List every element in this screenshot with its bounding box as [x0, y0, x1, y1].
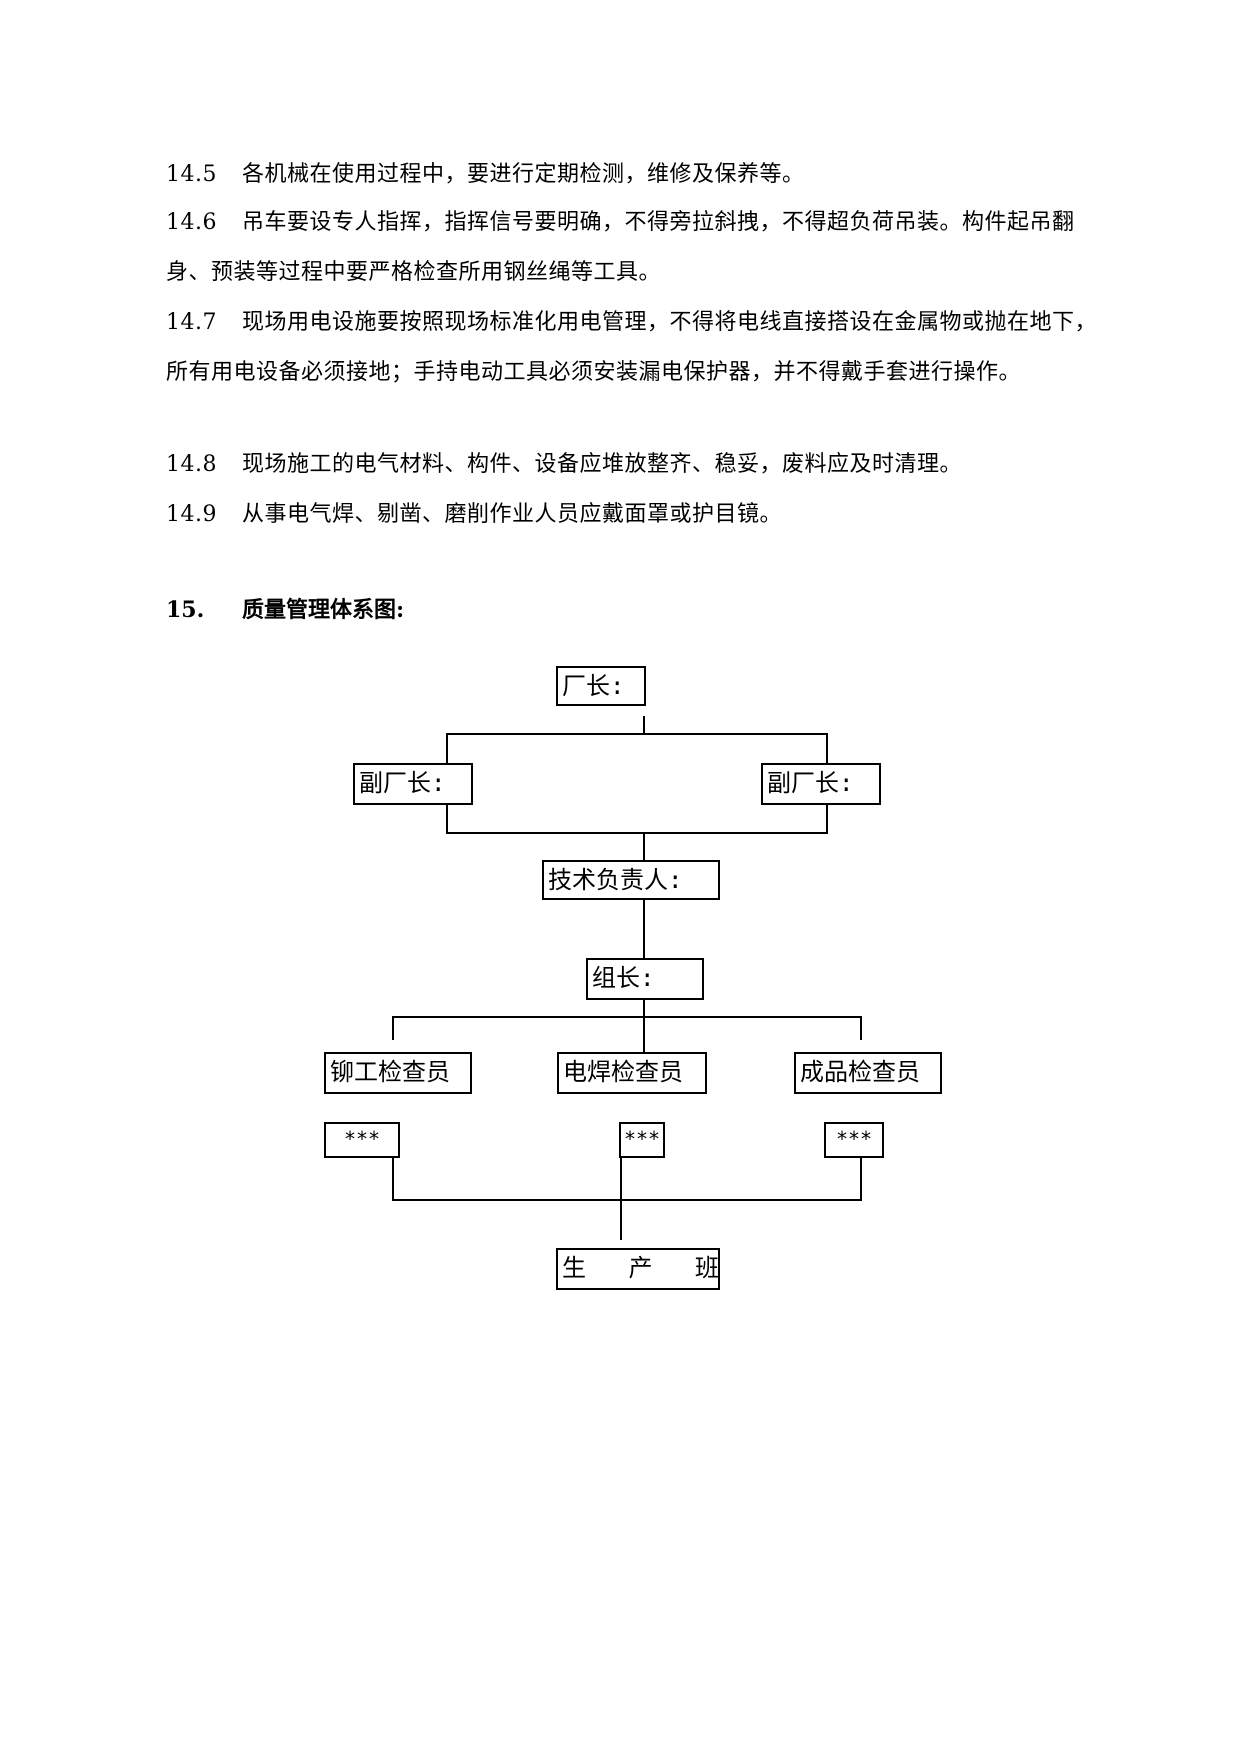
section-heading: 15. 质量管理体系图: [166, 590, 404, 630]
paragraph-text: 吊车要设专人指挥，指挥信号要明确，不得旁拉斜拽，不得超负荷吊装。构件起吊翻身、预… [166, 210, 1075, 285]
connector [643, 832, 645, 860]
paragraph-14-8: 14.8 现场施工的电气材料、构件、设备应堆放整齐、稳妥，废料应及时清理。 [166, 440, 1118, 490]
section-number: 15. [166, 597, 205, 623]
connector [392, 1199, 862, 1201]
factory-director-box: 厂长: [556, 666, 646, 706]
connector [643, 900, 645, 960]
paragraph-text: 各机械在使用过程中，要进行定期检测，维修及保养等。 [242, 162, 805, 187]
connector [860, 1156, 862, 1200]
deputy-director-right-box: 副厂长: [761, 763, 881, 805]
connector [446, 804, 448, 834]
paragraph-number: 14.7 [166, 310, 217, 335]
connector [643, 716, 645, 734]
connector [392, 1016, 862, 1018]
connector [620, 1156, 622, 1240]
connector [392, 1016, 394, 1040]
connector [446, 733, 448, 763]
connector [643, 1016, 645, 1054]
connector [446, 832, 828, 834]
paragraph-number: 14.8 [166, 452, 217, 477]
connector [392, 1156, 394, 1200]
technical-lead-box: 技术负责人: [542, 860, 720, 900]
connector [643, 999, 645, 1017]
riveter-inspector-box: 铆工检查员 [324, 1052, 472, 1094]
paragraph-text: 从事电气焊、剔凿、磨削作业人员应戴面罩或护目镜。 [242, 502, 783, 527]
connector [860, 1016, 862, 1040]
deputy-director-left-box: 副厂长: [353, 763, 473, 805]
paragraph-text: 现场用电设施要按照现场标准化用电管理，不得将电线直接搭设在金属物或抛在地下，所有… [166, 310, 1098, 385]
paragraph-number: 14.6 [166, 210, 217, 235]
paragraph-number: 14.5 [166, 162, 217, 187]
section-title: 质量管理体系图: [242, 597, 405, 623]
production-team-box: 生 产 班 组 [556, 1248, 720, 1290]
team-leader-box: 组长: [586, 958, 704, 1000]
welding-inspector-name-box: *** [619, 1122, 665, 1158]
riveter-inspector-name-box: *** [324, 1122, 400, 1158]
paragraph-14-9: 14.9 从事电气焊、剔凿、磨削作业人员应戴面罩或护目镜。 [166, 490, 1118, 540]
product-inspector-box: 成品检查员 [794, 1052, 942, 1094]
connector [826, 804, 828, 834]
paragraph-text: 现场施工的电气材料、构件、设备应堆放整齐、稳妥，废料应及时清理。 [242, 452, 963, 477]
connector [826, 733, 828, 763]
welding-inspector-box: 电焊检查员 [557, 1052, 707, 1094]
paragraph-14-5: 14.5 各机械在使用过程中，要进行定期检测，维修及保养等。 [166, 150, 1118, 200]
paragraph-number: 14.9 [166, 502, 217, 527]
connector [446, 733, 828, 735]
product-inspector-name-box: *** [824, 1122, 884, 1158]
